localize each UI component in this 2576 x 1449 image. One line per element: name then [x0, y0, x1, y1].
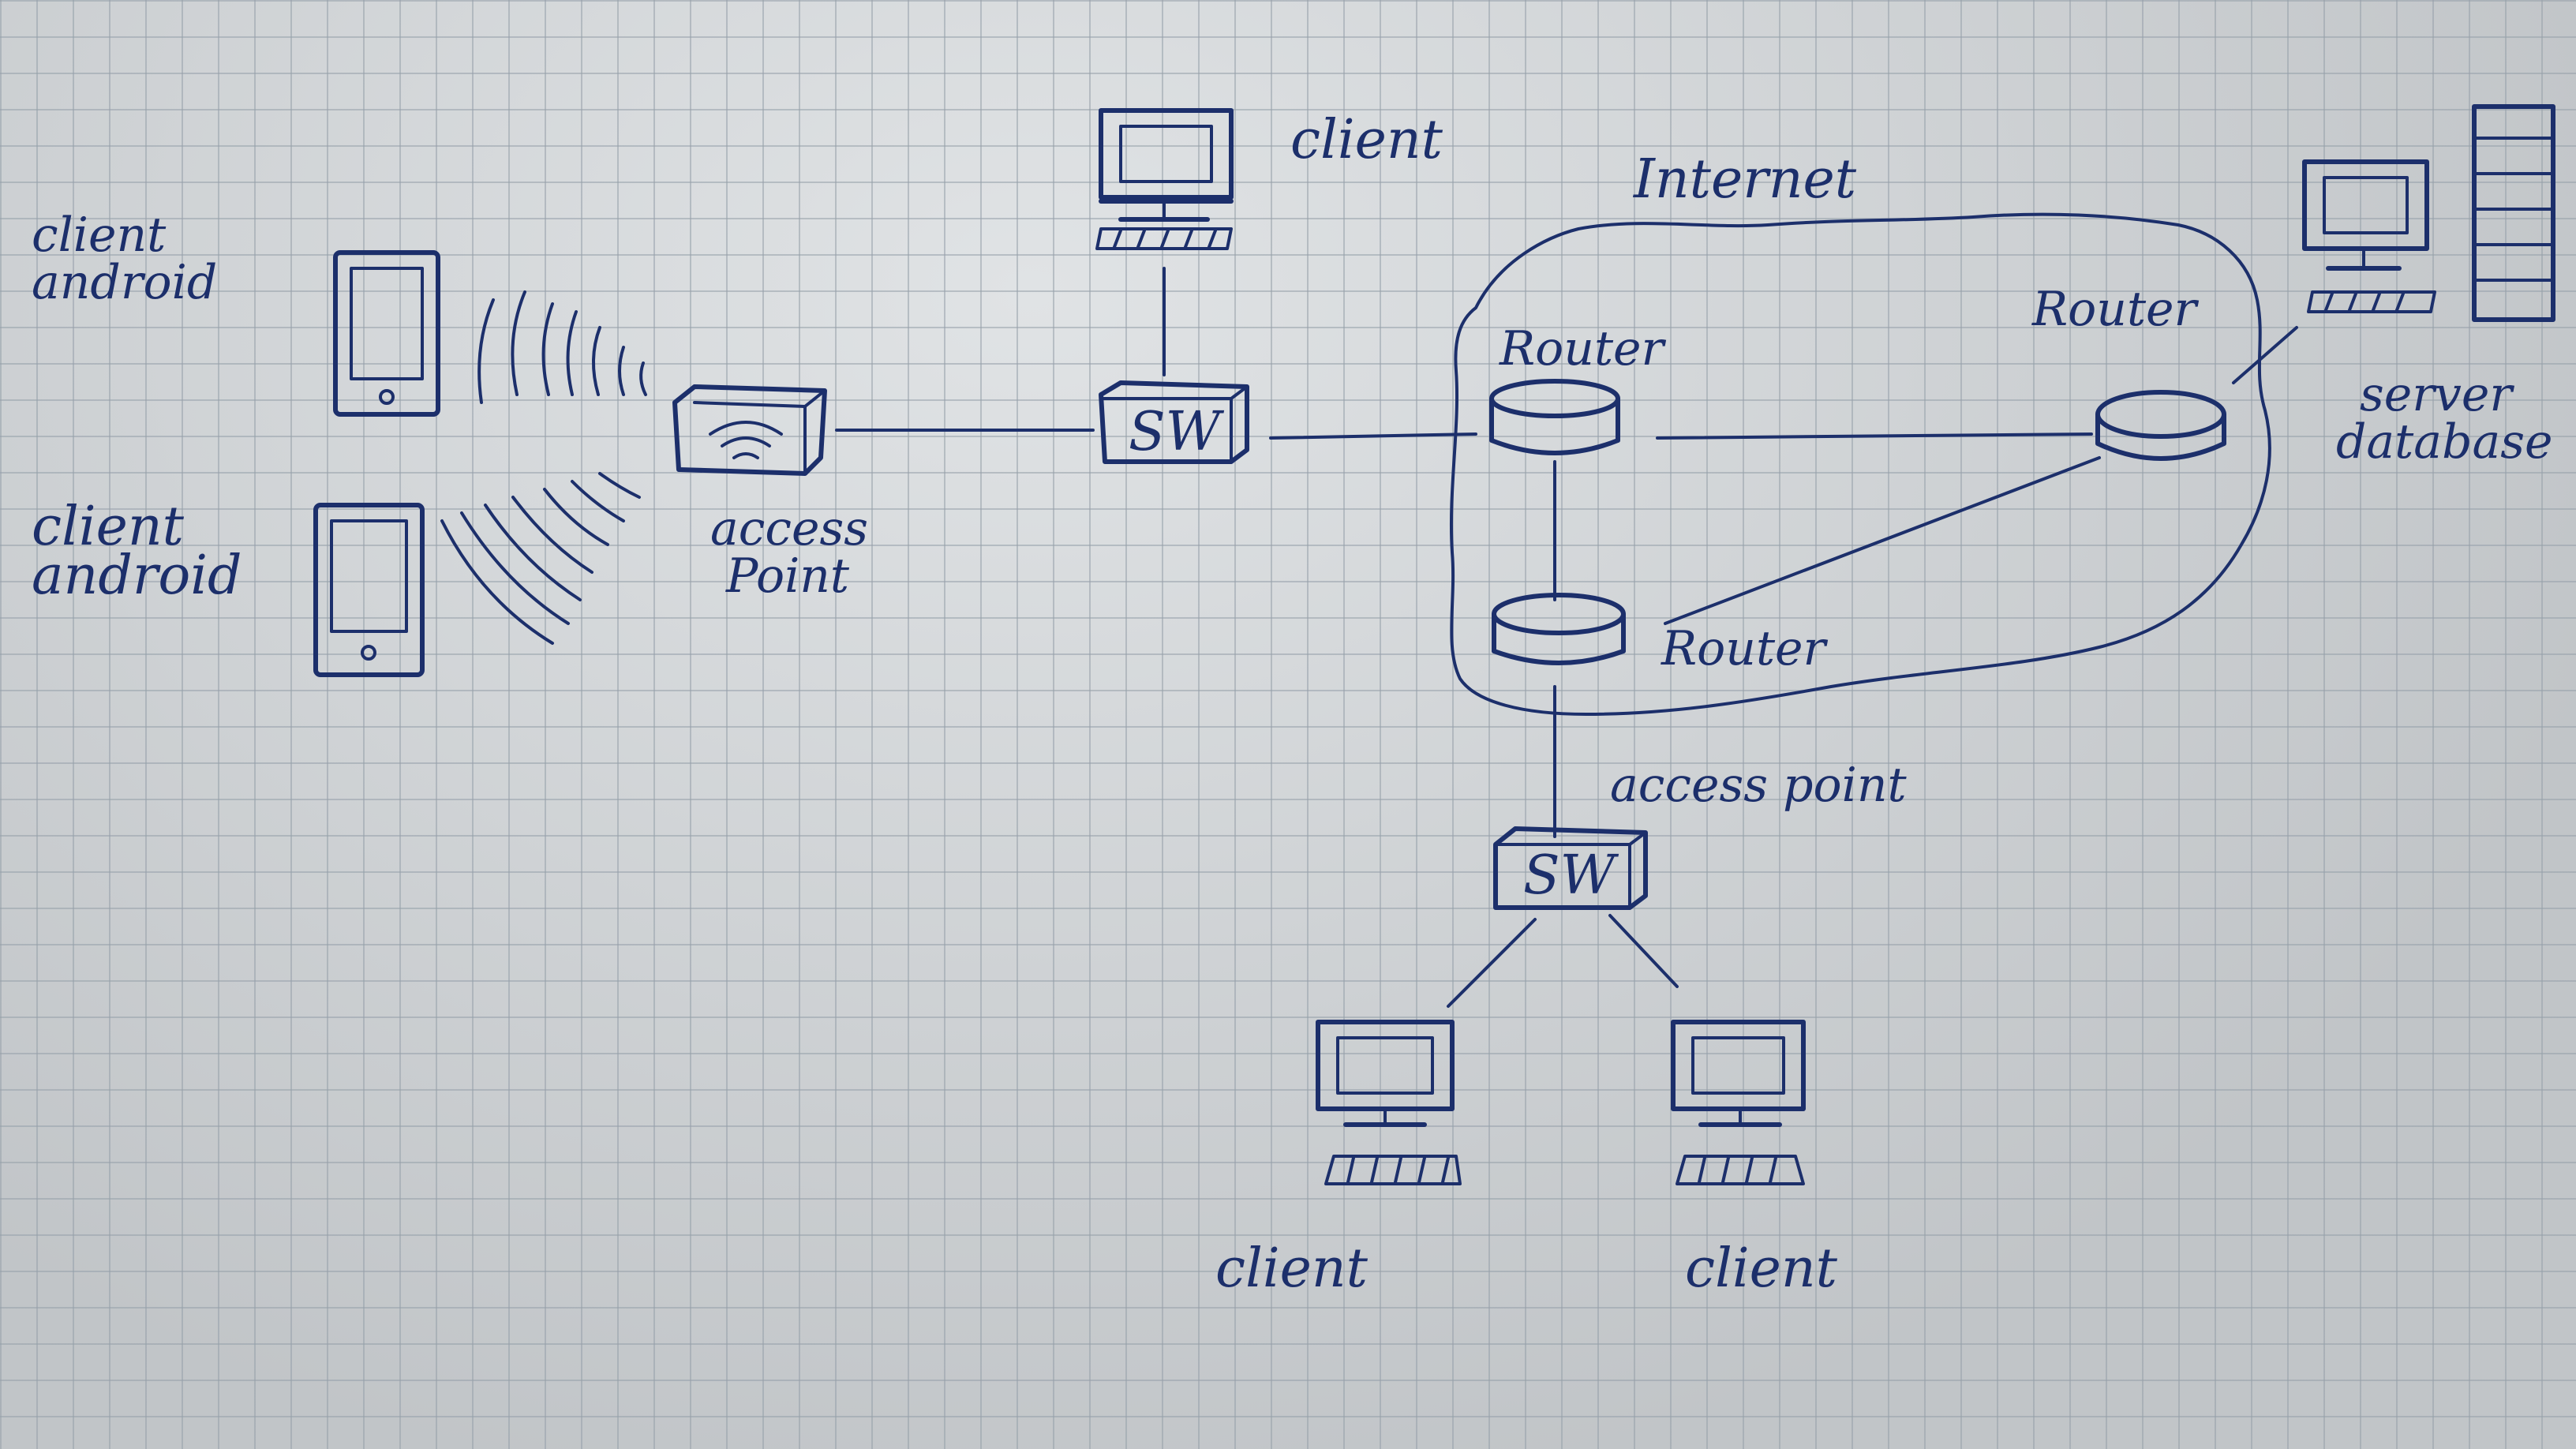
link-router-router-right — [1656, 432, 2093, 440]
link-router-bottom-router-right — [1664, 456, 2101, 625]
link-switch-client-right — [1608, 914, 1679, 988]
router-right-label: Router — [2031, 282, 2200, 337]
switch-left-label: SW — [1129, 401, 1225, 463]
switch-icon — [1099, 380, 1249, 464]
link-switch-router — [1269, 432, 1477, 440]
desktop-computer-icon — [1095, 108, 1234, 250]
internet-cloud: Internet — [1449, 148, 2271, 716]
internet-label: Internet — [1632, 148, 1857, 211]
access-point-icon — [672, 384, 827, 476]
desktop-computer-icon-bottom-left — [1316, 1020, 1462, 1185]
client-android-1-label-line1: client — [32, 208, 167, 263]
database-server-rack-icon — [2472, 104, 2555, 322]
wireless-signal-icon-bottom — [440, 472, 641, 645]
router-icon-top-left — [1489, 379, 1620, 455]
access-point-left-label-line2: Point — [725, 549, 850, 604]
wireless-signal-icon — [477, 290, 647, 404]
connections — [835, 267, 2298, 1008]
router-bottom-label: Router — [1661, 621, 1829, 676]
router-icon-right — [2095, 390, 2226, 461]
server-computer-icon — [2302, 159, 2436, 313]
router-icon-bottom — [1492, 593, 1626, 665]
desktop-computer-icon-bottom-right — [1671, 1020, 1806, 1185]
switch-icon-bottom — [1493, 826, 1648, 910]
link-router-server — [2232, 326, 2298, 384]
android-phone-top — [333, 250, 440, 417]
client-top-label: client — [1290, 109, 1443, 171]
switch-bottom-label: SW — [1523, 844, 1619, 907]
android-phone-bottom — [313, 503, 425, 677]
client-android-2-label-line2: android — [32, 545, 242, 607]
router-top-left-label: Router — [1499, 321, 1667, 376]
database-label: database — [2336, 414, 2553, 470]
server-label: server — [2360, 367, 2514, 422]
access-point-bottom-label: access point — [1610, 758, 1908, 813]
client-bottom-right-label: client — [1685, 1237, 1838, 1300]
client-android-2-label-line1: client — [32, 496, 185, 558]
client-android-1-label-line2: android — [32, 255, 217, 310]
client-bottom-left-label: client — [1215, 1237, 1368, 1300]
link-switch-client-left — [1447, 918, 1537, 1008]
access-point-left-label-line1: access — [710, 501, 868, 556]
